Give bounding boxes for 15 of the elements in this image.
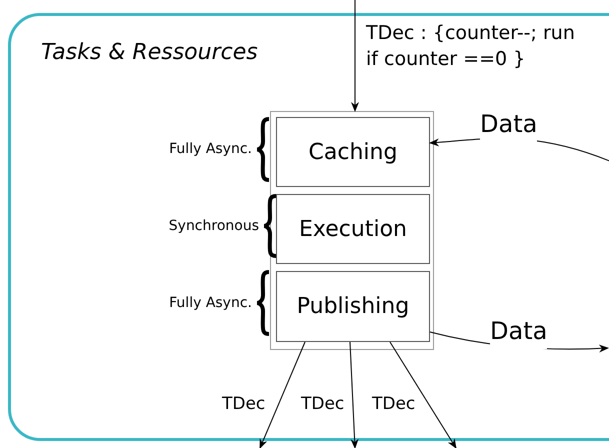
box-label: Publishing — [296, 293, 410, 321]
arrow — [390, 342, 457, 448]
brace-label: Fully Async. — [169, 294, 252, 312]
arrow — [260, 342, 306, 448]
arrow — [351, 0, 359, 112]
container-box — [270, 111, 434, 350]
arrow — [350, 342, 359, 448]
box-label: Execution — [299, 216, 407, 244]
process-box — [276, 271, 430, 342]
process-box — [276, 194, 430, 264]
brace-label: Synchronous — [168, 216, 259, 236]
process-box — [276, 117, 430, 187]
brace-label: Fully Async. — [169, 140, 252, 159]
title: Tasks & Ressources — [41, 39, 258, 67]
box-label: Caching — [308, 138, 398, 166]
